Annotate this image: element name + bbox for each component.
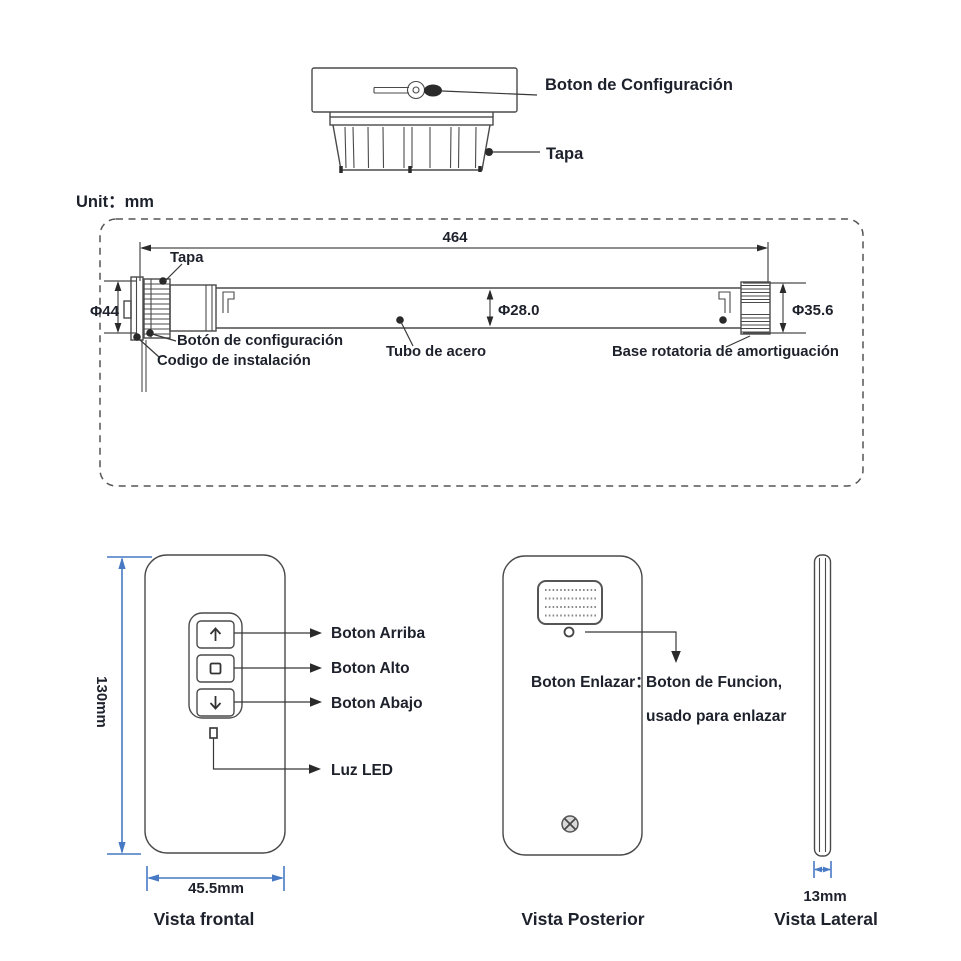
label-boton-abajo: Boton Abajo	[331, 695, 423, 712]
tube-assembly-drawing	[123, 276, 771, 392]
top-cap-label: Tapa	[546, 145, 584, 163]
head-crown-drawing	[329, 112, 494, 173]
steel-leader	[400, 321, 414, 347]
stop-square-icon	[209, 662, 222, 675]
caption-vista-posterior: Vista Posterior	[521, 909, 644, 929]
label-luz-led: Luz LED	[331, 762, 393, 779]
dim-width-45mm: 45.5mm	[146, 866, 285, 897]
unit-label: Unit：mm	[76, 193, 154, 211]
tube-config-label: Botón de configuración	[177, 333, 343, 349]
stop-button	[196, 654, 235, 683]
tapa-leader	[164, 263, 183, 282]
dim-width-text: 45.5mm	[188, 880, 244, 897]
motor-head-ribbed	[143, 278, 171, 339]
remote-side-body	[813, 554, 832, 857]
dim-phi44: Φ44	[90, 280, 136, 334]
base-anchor-dot	[719, 316, 727, 324]
tube-code-label: Codigo de instalación	[157, 353, 311, 369]
button-cluster	[188, 612, 243, 719]
label-boton-alto: Boton Alto	[331, 660, 410, 677]
dim-phi356: Φ35.6	[743, 282, 834, 334]
screw-icon	[561, 815, 579, 833]
pairing-button	[563, 626, 575, 638]
config-leader-line	[441, 90, 538, 96]
dim-height-130mm: 130mm	[93, 556, 152, 855]
remote-front-body	[144, 554, 286, 854]
remote-front-view: Boton Arriba Boton Alto Boton Abajo Luz …	[93, 554, 426, 929]
tube-anchor-dot	[396, 316, 404, 324]
remote-side-view: 13mm Vista Lateral	[774, 554, 878, 929]
head-cap-outline	[311, 67, 518, 113]
dim-length-text: 464	[442, 229, 468, 246]
tapa-anchor-dot	[159, 277, 167, 285]
config-button-dot	[424, 84, 442, 97]
caption-vista-lateral: Vista Lateral	[774, 909, 878, 929]
down-arrow-icon	[209, 696, 222, 710]
up-arrow-icon	[209, 627, 222, 641]
up-button	[196, 620, 235, 649]
dim-phi44-text: Φ44	[90, 303, 120, 320]
tube-cap-label: Tapa	[170, 250, 204, 266]
remote-back-body	[502, 555, 643, 856]
dim-phi356-text: Φ35.6	[792, 302, 834, 319]
tube-labels: Tapa Botón de configuración Codigo de in…	[138, 250, 839, 369]
dim-depth-13mm: 13mm	[803, 861, 847, 905]
code-anchor-dot	[133, 333, 141, 341]
label-boton-enlazar: Boton Enlazar：	[531, 674, 651, 691]
pairing-callout-arrow	[585, 631, 681, 663]
speaker-grille	[537, 580, 603, 625]
label-funcion-line1: Boton de Funcion,	[646, 674, 782, 691]
front-callout-arrows	[212, 628, 322, 774]
dashed-frame	[99, 218, 864, 487]
tube-steel-label: Tubo de acero	[386, 344, 486, 360]
tube-hook-right	[718, 291, 731, 313]
base-leader	[725, 335, 751, 348]
top-config-label: Boton de Configuración	[545, 76, 733, 94]
dim-length-464: 464	[139, 229, 769, 283]
motor-body	[169, 284, 217, 332]
caption-vista-frontal: Vista frontal	[154, 909, 255, 929]
motor-head-top-view: Boton de Configuración Tapa	[311, 67, 733, 173]
tube-hook-left	[222, 291, 235, 313]
led-window	[209, 727, 218, 739]
code-leader	[138, 338, 160, 358]
dim-height-text: 130mm	[93, 676, 110, 728]
bracket-clip	[123, 300, 132, 319]
dim-depth-text: 13mm	[803, 888, 846, 905]
config-pin-drawing	[373, 80, 442, 100]
dim-phi28-text: Φ28.0	[498, 302, 540, 319]
label-funcion-line2: usado para enlazar	[646, 708, 786, 725]
grille-texture	[545, 589, 596, 617]
config-leader	[151, 333, 177, 342]
tube-base-label: Base rotatoria de amortiguación	[612, 344, 839, 360]
dim-phi28: Φ28.0	[486, 289, 540, 327]
damping-base-adapter	[740, 281, 771, 335]
cap-anchor-dot	[485, 148, 493, 156]
label-boton-arriba: Boton Arriba	[331, 625, 426, 642]
config-anchor-dot	[146, 329, 154, 337]
remote-back-view: Boton Enlazar： Boton de Funcion, usado p…	[502, 555, 786, 929]
